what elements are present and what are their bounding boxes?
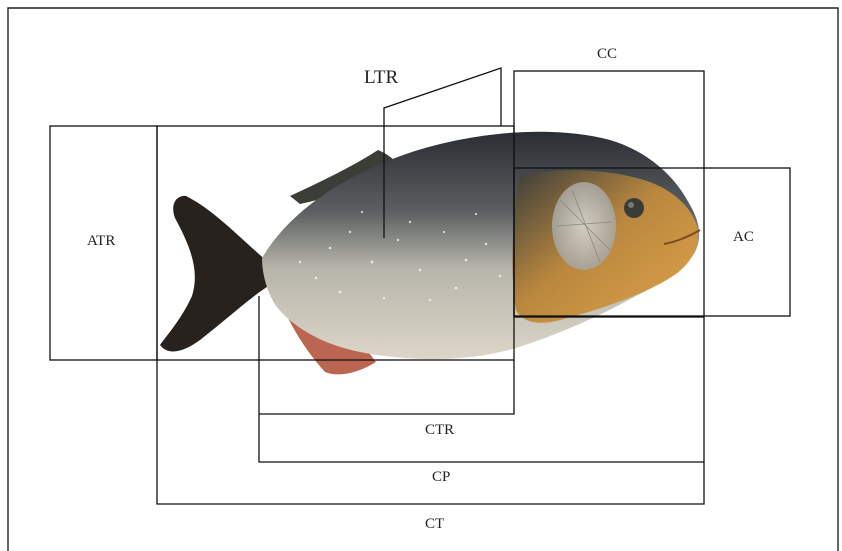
label-ac: AC: [733, 229, 754, 245]
label-ctr: CTR: [425, 422, 454, 438]
label-ct: CT: [425, 516, 444, 532]
label-ltr: LTR: [364, 67, 398, 88]
fish-eye: [624, 198, 644, 218]
label-atr: ATR: [87, 233, 115, 249]
caudal-fin: [160, 196, 270, 352]
label-cp: CP: [432, 469, 450, 485]
ctr-bracket: [259, 360, 514, 414]
label-cc: CC: [597, 46, 617, 62]
